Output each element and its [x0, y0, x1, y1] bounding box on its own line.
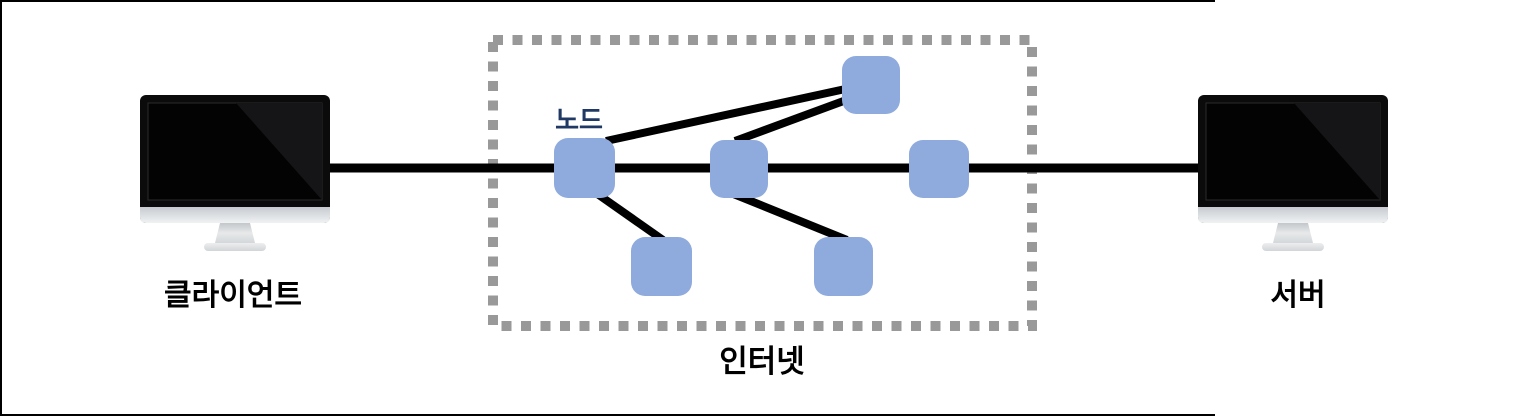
server-monitor-glare [1294, 103, 1380, 200]
node-top [842, 56, 900, 114]
slide-edge-top [0, 0, 1215, 2]
node-left [554, 138, 615, 198]
slide-edge-left [0, 0, 2, 416]
node-label: 노드 [555, 105, 603, 135]
node-right [909, 140, 969, 198]
server-label: 서버 [1270, 279, 1325, 312]
slide-edge-bottom [0, 414, 1215, 416]
client-monitor-base [204, 243, 266, 251]
client-computer-icon [140, 95, 330, 251]
link-middle-node-to-bottom-middle-node [729, 189, 849, 244]
client-monitor-glare [236, 103, 322, 200]
server-monitor-chin [1198, 207, 1388, 223]
internet-label: 인터넷 [719, 344, 805, 379]
node-bottom-middle [814, 237, 873, 296]
client-label: 클라이언트 [164, 279, 302, 312]
internet-boundary-dashed-box [488, 35, 1037, 331]
server-computer-icon [1198, 95, 1388, 251]
server-monitor-base [1262, 243, 1324, 251]
client-monitor-chin [140, 207, 330, 223]
link-left-node-to-top-node [605, 84, 851, 145]
node-middle [710, 140, 768, 198]
server-monitor-stand [1273, 223, 1313, 243]
node-bottom-left [631, 237, 692, 296]
client-monitor-stand [215, 223, 255, 243]
link-left-node-to-bottom-left-node [593, 189, 666, 244]
link-middle-node-to-top-node [733, 95, 851, 145]
